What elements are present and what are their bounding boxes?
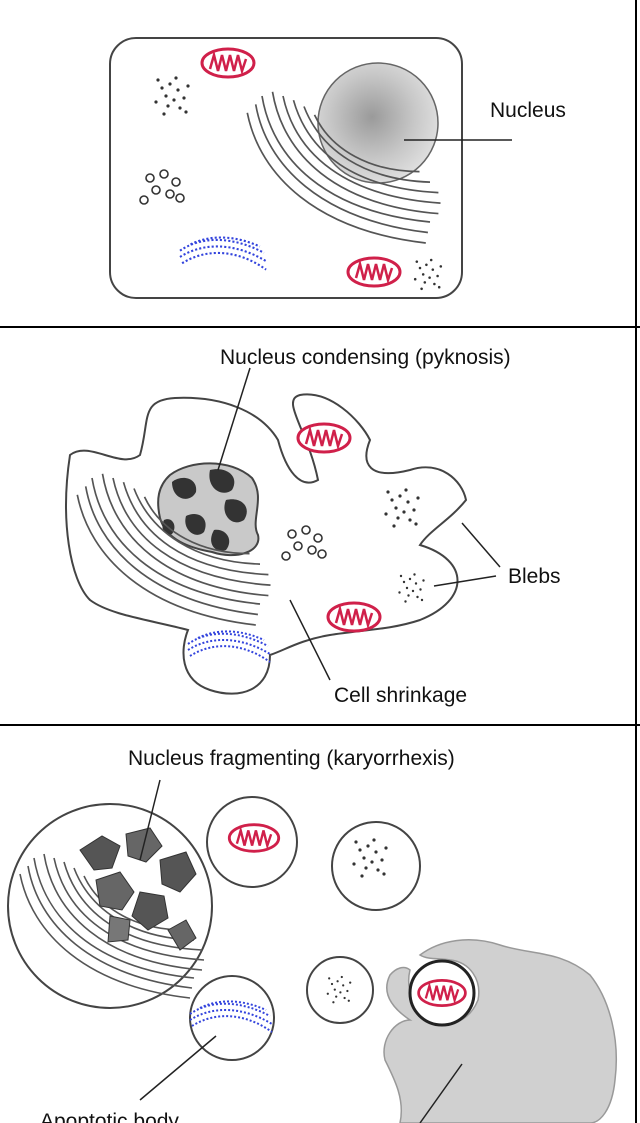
label-nucleus: Nucleus <box>490 99 566 122</box>
apoptotic-body <box>189 975 275 1061</box>
label-nucleus-condensing: Nucleus condensing (pyknosis) <box>220 346 511 369</box>
leader-line <box>461 522 501 568</box>
label-nucleus-fragmenting: Nucleus fragmenting (karyorrhexis) <box>128 747 455 770</box>
apoptotic-body <box>306 956 374 1024</box>
apoptotic-body <box>331 821 421 911</box>
leader-line <box>217 367 251 471</box>
panel-pyknosis: Nucleus condensing (pyknosis) Blebs Cell… <box>65 346 561 707</box>
mitochondrion <box>346 256 402 288</box>
mitochondrion <box>296 422 352 454</box>
mitochondrion <box>326 601 382 633</box>
label-apoptotic-body: Apoptotic body <box>40 1110 179 1123</box>
leader-line <box>289 599 331 681</box>
nucleus <box>317 62 439 184</box>
mitochondrion <box>417 979 467 1007</box>
label-cell-shrinkage: Cell shrinkage <box>334 684 467 707</box>
panel-normal-cell: Nucleus <box>109 37 566 299</box>
panel-karyorrhexis: Nucleus fragmenting (karyorrhexis) Apopt… <box>7 747 618 1123</box>
nuclear-fragments <box>79 827 197 951</box>
leader-line <box>139 1035 217 1101</box>
phagocyte <box>383 939 618 1123</box>
leader-line <box>139 779 161 861</box>
label-blebs: Blebs <box>508 565 561 588</box>
leader-line <box>433 575 497 587</box>
mitochondrion <box>227 823 281 853</box>
condensed-chromatin <box>162 469 247 551</box>
mitochondrion <box>200 47 256 79</box>
leader-line <box>419 1063 463 1123</box>
cell-membrane-shrunken <box>65 393 468 695</box>
